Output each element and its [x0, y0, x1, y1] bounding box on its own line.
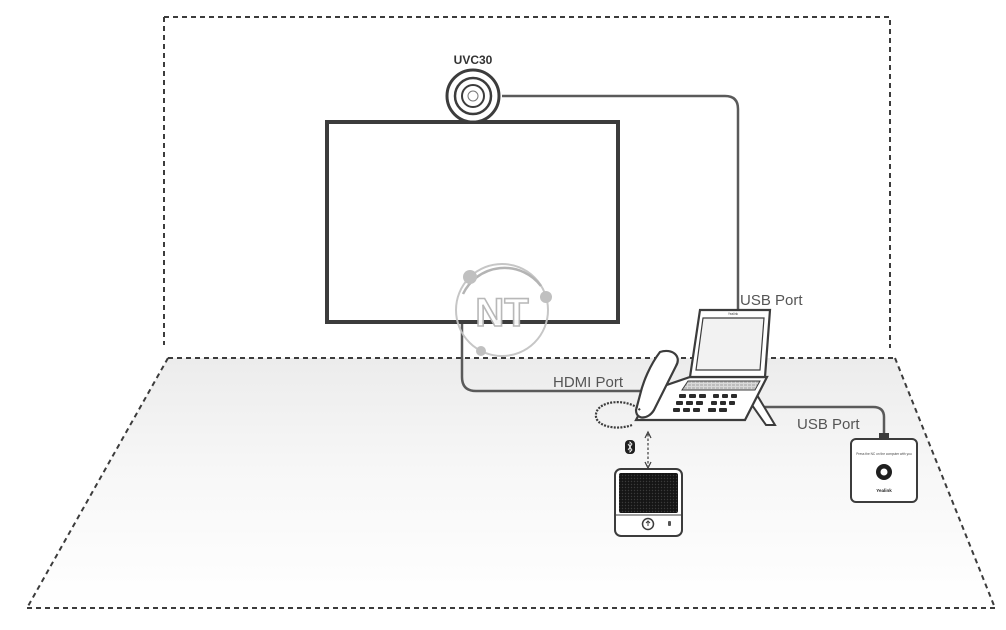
monitor-icon [325, 120, 620, 324]
room-wall-outline [163, 16, 891, 348]
camera-icon [445, 68, 501, 124]
ip-phone-icon: Yealink [594, 308, 777, 429]
speakerphone-icon [614, 468, 683, 537]
usb-dongle-icon: Press the NC on the computer with you Ye… [850, 433, 918, 503]
camera-label: UVC30 [454, 53, 493, 67]
room-floor [26, 357, 996, 609]
usb-port-label-right: USB Port [797, 416, 860, 433]
dongle-usb-cable [757, 405, 886, 437]
dongle-caption: Press the NC on the computer with you [856, 452, 912, 456]
hdmi-cable [460, 322, 662, 393]
hdmi-port-label: HDMI Port [553, 374, 624, 391]
dongle-brand: Yealink [876, 488, 892, 493]
bluetooth-icon [625, 440, 635, 454]
nt-logo-icon: NT [455, 263, 552, 357]
watermark-text: NT [475, 291, 528, 335]
phone-brand: Yealink [728, 312, 739, 316]
camera-usb-cable [502, 94, 740, 316]
usb-port-label-top: USB Port [740, 292, 803, 309]
